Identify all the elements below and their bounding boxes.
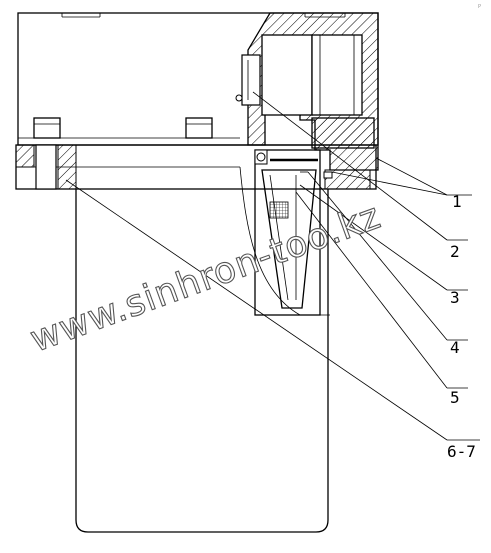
- callout-5: 5: [450, 388, 460, 407]
- corner-mark: P: [478, 4, 481, 10]
- flange-plate: [15, 144, 377, 190]
- filter-cartridge: [254, 149, 321, 316]
- callout-4: 4: [450, 338, 460, 357]
- callout-6-7: 6-7: [447, 442, 476, 461]
- housing-section: [235, 12, 379, 171]
- callout-2: 2: [450, 242, 460, 261]
- callout-3: 3: [450, 288, 460, 307]
- leader-lines: [65, 91, 480, 441]
- filter-bowl: [75, 166, 330, 533]
- watermark: www.sinhron-too.kz: [25, 196, 386, 361]
- callout-1: 1: [452, 192, 462, 211]
- bolt-heads: [33, 117, 213, 139]
